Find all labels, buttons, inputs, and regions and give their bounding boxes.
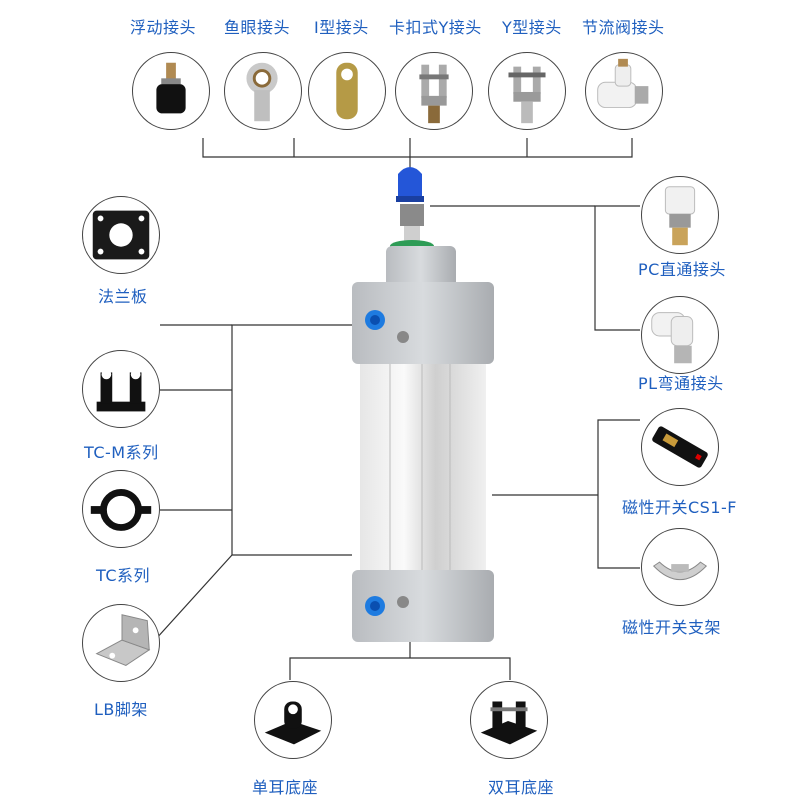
magnetic-switch-bracket-image — [641, 528, 719, 606]
y-joint-image — [488, 52, 566, 130]
label-floating-joint: 浮动接头 — [130, 18, 197, 37]
label-magnetic-switch: 磁性开关CS1-F — [622, 498, 737, 517]
label-i-joint: I型接头 — [314, 18, 369, 37]
pl-elbow-joint-image — [641, 296, 719, 374]
label-pl-elbow-joint: PL弯通接头 — [638, 374, 724, 393]
lb-foot-bracket-image — [82, 604, 160, 682]
label-magnetic-switch-bracket: 磁性开关支架 — [622, 618, 722, 637]
label-tc-m-series: TC-M系列 — [84, 443, 159, 462]
rod-end-joint-image — [224, 52, 302, 130]
label-tc-series: TC系列 — [96, 566, 151, 585]
label-single-ear-base: 单耳底座 — [252, 778, 319, 797]
clip-y-joint-image — [395, 52, 473, 130]
floating-joint-image — [132, 52, 210, 130]
throttle-valve-joint-image — [585, 52, 663, 130]
single-ear-base-image — [254, 681, 332, 759]
label-flange-plate: 法兰板 — [98, 287, 148, 306]
tc-series-image — [82, 470, 160, 548]
pc-straight-joint-image — [641, 176, 719, 254]
label-double-ear-base: 双耳底座 — [488, 778, 555, 797]
magnetic-switch-image — [641, 408, 719, 486]
double-ear-base-image — [470, 681, 548, 759]
label-lb-foot-bracket: LB脚架 — [94, 700, 148, 719]
label-clip-y-joint: 卡扣式Y接头 — [389, 18, 482, 37]
tc-m-series-image — [82, 350, 160, 428]
label-throttle-valve-joint: 节流阀接头 — [582, 18, 665, 37]
label-pc-straight-joint: PC直通接头 — [638, 260, 726, 279]
label-rod-end-joint: 鱼眼接头 — [224, 18, 291, 37]
flange-plate-image — [82, 196, 160, 274]
i-joint-image — [308, 52, 386, 130]
air-cylinder-image — [352, 167, 494, 642]
label-y-joint: Y型接头 — [502, 18, 562, 37]
